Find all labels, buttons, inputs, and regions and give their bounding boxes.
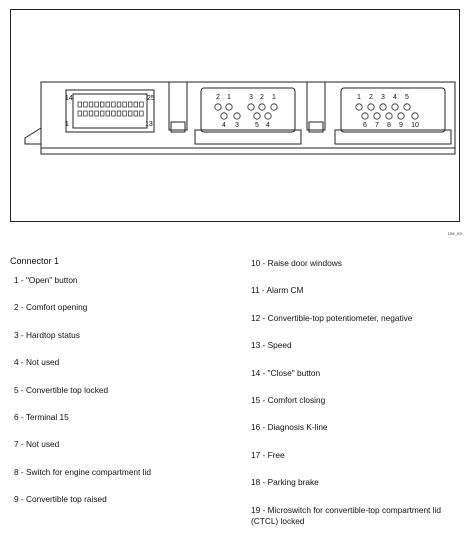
pin [122, 101, 127, 108]
pin [83, 110, 88, 117]
legend-item: 3 - Hardtop status [14, 329, 80, 340]
pin [116, 101, 122, 108]
legend-item: 11 - Alarm CM [251, 285, 304, 296]
pin [220, 112, 228, 120]
connector-c-pins [355, 103, 419, 120]
pin [111, 101, 116, 108]
pin [367, 103, 375, 111]
pin-label: 3 [249, 94, 253, 101]
legend-item: 9 - Convertible top raised [14, 494, 107, 505]
pin [111, 110, 116, 117]
pin [100, 101, 105, 108]
pin [397, 112, 405, 120]
pin [253, 112, 261, 120]
legend-item: 14 - "Close" button [251, 367, 321, 378]
pin-label: 4 [266, 122, 270, 129]
pin [385, 112, 393, 120]
latch-2 [306, 82, 326, 131]
housing-outline [40, 81, 456, 155]
connector-a-body [65, 89, 155, 133]
pin [133, 110, 138, 117]
pin [270, 103, 278, 111]
pin [133, 101, 138, 108]
pin-label: 2 [369, 94, 373, 101]
pin [77, 101, 82, 108]
pin [94, 101, 99, 108]
housing-tab [24, 127, 42, 145]
pin [247, 103, 255, 111]
latch-1 [168, 82, 188, 131]
legend-item: 7 - Not used [14, 439, 60, 450]
legend-item: 2 - Comfort opening [14, 302, 88, 313]
pin [379, 103, 387, 111]
pin-label: 2 [260, 94, 264, 101]
legend-item: 1 - "Open" button [14, 275, 78, 285]
connector-b-body [200, 87, 296, 133]
legend-item: 15 - Comfort closing [251, 395, 326, 405]
legend-title: Connector 1 [10, 256, 60, 266]
pin [77, 110, 82, 117]
connector-a-pins [77, 101, 144, 117]
pin [105, 110, 110, 117]
pin [88, 110, 94, 117]
pin [373, 112, 381, 120]
legend-item: 6 - Terminal 15 [14, 412, 69, 422]
pin-label-a-bottom-left: 1 [65, 121, 69, 128]
pin-label: 2 [216, 94, 220, 101]
legend-item: 8 - Switch for engine compartment lid [14, 466, 151, 477]
legend-item: 12 - Convertible-top potentiometer, nega… [251, 312, 413, 323]
pin-label-a-top-right: 25 [147, 95, 155, 102]
pin [258, 103, 266, 111]
pin-label: 5 [255, 122, 259, 129]
pin [361, 112, 369, 120]
legend-item: 13 - Speed [251, 340, 292, 351]
pin [105, 101, 110, 108]
pin-label: 7 [375, 122, 379, 129]
legend-item: 16 - Diagnosis K-line [251, 422, 328, 433]
legend-item: 19 - Microswitch for convertible-top com… [251, 504, 441, 526]
legend-item: 17 - Free [251, 449, 285, 460]
pin [264, 112, 272, 120]
connector-b-pins [214, 103, 278, 120]
pin [225, 103, 233, 111]
pin [139, 110, 144, 117]
legend-item: 10 - Raise door windows [251, 258, 342, 268]
pin [83, 101, 88, 108]
pin-label: 10 [411, 122, 419, 129]
pin-label-a-bottom-right: 13 [145, 121, 153, 128]
legend-item: 18 - Parking brake [251, 477, 319, 488]
pin [128, 110, 133, 117]
legend-item: 4 - Not used [14, 357, 60, 368]
pin-label: 1 [272, 94, 276, 101]
pin [214, 103, 222, 111]
pin-label-a-top-left: 14 [65, 95, 73, 102]
pin [116, 110, 122, 117]
figure-reference: 158_93 [447, 231, 462, 236]
pin [403, 103, 411, 111]
pin-label: 3 [381, 94, 385, 101]
pin-label: 5 [405, 94, 409, 101]
pin [391, 103, 399, 111]
pin [88, 101, 94, 108]
pin [94, 110, 99, 117]
pin-label: 8 [387, 122, 391, 129]
pin [100, 110, 105, 117]
legend-item: 5 - Convertible top locked [14, 384, 109, 395]
pin-label: 1 [227, 94, 231, 101]
connector-c-body [340, 87, 446, 133]
pin [411, 112, 419, 120]
pin [355, 103, 363, 111]
pin-label: 9 [399, 122, 403, 129]
pin-label: 1 [357, 94, 361, 101]
pin-label: 6 [363, 122, 367, 129]
pin-label: 4 [393, 94, 397, 101]
pin-label: 3 [235, 122, 239, 129]
pin [139, 101, 144, 108]
pin-label: 4 [222, 122, 226, 129]
pin [233, 112, 241, 120]
pin [122, 110, 127, 117]
pin [128, 101, 133, 108]
